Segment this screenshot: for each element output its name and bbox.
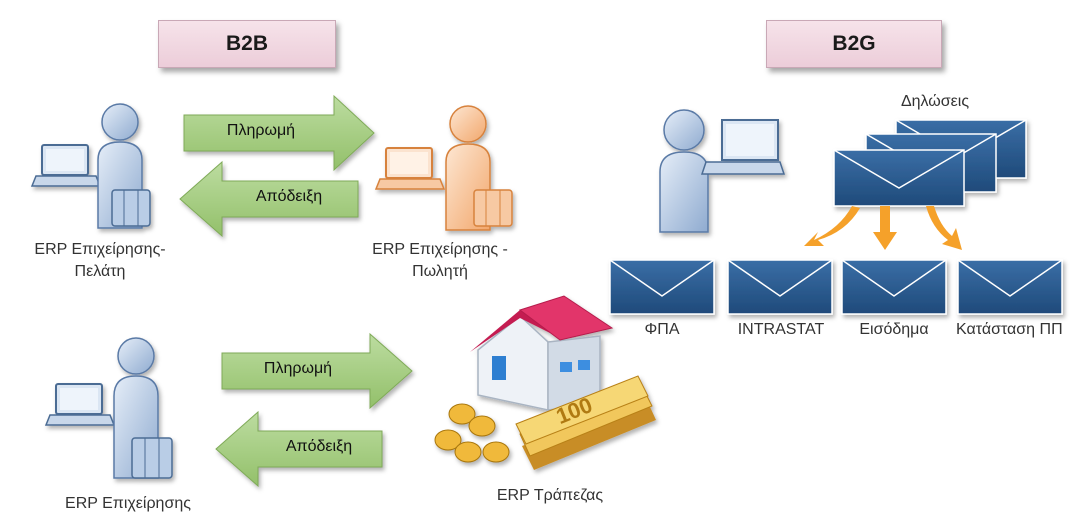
b2b-header: B2B [158,20,336,68]
seller-person-icon [374,105,513,231]
banknotes-icon [515,375,656,470]
seller-label-line1: ERP Επιχείρησης - [372,241,508,258]
payment-label-1: Πληρωμή [226,122,296,139]
payment-arrow-1 [183,94,375,172]
receipt-label-2: Απόδειξη [285,438,353,455]
bank-label: ERP Τράπεζας [496,487,604,504]
seller-label-line2: Πωλητή [412,263,468,280]
bank-house-icon [470,295,614,411]
declarations-envelopes-icon [833,119,1027,207]
receipt-arrow-2 [215,410,383,488]
receipt-label-1: Απόδειξη [255,188,323,205]
b2g-header: B2G [766,20,942,68]
business-label: ERP Επιχείρησης [65,495,191,512]
declarations-label: Δηλώσεις [900,93,970,110]
coins-icon [434,403,510,463]
category-income: Εισόδημα [859,321,929,338]
intrastat-envelope-icon [727,259,833,315]
government-person-icon [659,109,786,233]
category-statement: Κατάσταση ΠΠ [956,321,1063,338]
statement-envelope-icon [957,259,1063,315]
income-envelope-icon [841,259,947,315]
customer-label-line2: Πελάτη [74,263,126,280]
receipt-arrow-1 [179,160,359,238]
vat-envelope-icon [609,259,715,315]
category-vat: ΦΠΑ [644,321,680,338]
business-person-icon [44,337,173,479]
customer-label-line1: ERP Επιχείρησης- [34,241,166,258]
customer-person-icon [30,103,151,229]
category-intrastat: INTRASTAT [737,321,825,338]
payment-arrow-2 [221,332,413,410]
payment-label-2: Πληρωμή [263,360,333,377]
distribution-arrows [804,206,962,250]
